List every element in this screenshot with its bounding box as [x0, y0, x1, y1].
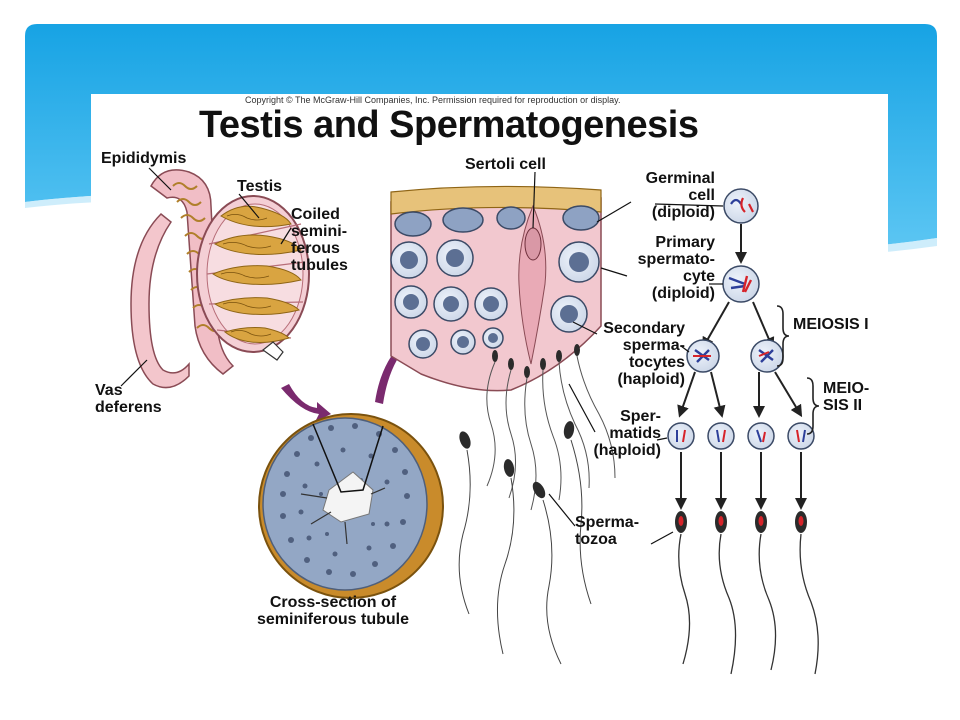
label-primary-line-2: spermato- [637, 251, 715, 268]
stem-cells-outer-row [394, 205, 600, 237]
label-germinal-line-3: (diploid) [651, 204, 715, 221]
free-spermatozoa [458, 421, 592, 665]
cutout-marker [262, 341, 284, 361]
label-sertoli-cell: Sertoli cell [465, 156, 546, 173]
label-primary-line-3: cyte [682, 268, 715, 285]
vas-deferens-tube [130, 212, 190, 389]
figure-title: Testis and Spermatogenesis [199, 104, 699, 146]
label-vas-deferens: Vas deferens [95, 382, 162, 416]
tubule-lumen [322, 471, 374, 523]
spermatogenesis-figure: Copyright © The McGraw-Hill Companies, I… [91, 94, 888, 696]
label-meiosis-2-line-2: SIS II [823, 397, 863, 414]
label-cross-line-1: Cross-section of [269, 594, 397, 611]
label-vas-line-1: Vas [95, 382, 123, 399]
label-coiled-line-4: tubules [291, 257, 348, 274]
label-primary-line-1: Primary [655, 234, 715, 251]
label-coiled-line-1: Coiled [291, 206, 340, 223]
label-spermatids-line-3: (haploid) [593, 442, 661, 459]
label-primary-spermatocyte: Primary spermato- cyte (diploid) [615, 234, 715, 302]
label-spermatids-line-1: Sper- [620, 408, 661, 425]
figure-artwork [120, 167, 820, 675]
label-spermatids-line-2: matids [609, 425, 661, 442]
label-leader-lines [120, 167, 724, 545]
label-germinal-line-2: cell [688, 187, 715, 204]
label-coiled-line-2: semini- [291, 223, 348, 240]
copyright-notice: Copyright © The McGraw-Hill Companies, I… [245, 95, 621, 105]
label-coiled-tubules: Coiled semini- ferous tubules [291, 206, 348, 274]
cross-section-cells [280, 423, 410, 577]
primary-spermatocyte-cell [722, 265, 760, 303]
epididymis-testis-illustration [130, 169, 310, 389]
lumen-sperm-tails [300, 487, 386, 545]
arrow-to-tubule-detail [375, 330, 421, 404]
label-spermatozoa: Sperma- tozoa [575, 514, 639, 548]
tubule-cross-section [258, 413, 444, 599]
label-secondary-line-2: sperma- [622, 337, 685, 354]
label-testis: Testis [237, 178, 283, 195]
label-secondary-spermatocytes: Secondary sperma- tocytes (haploid) [593, 320, 685, 388]
label-cross-section: Cross-section of seminiferous tubule [235, 594, 431, 628]
label-germinal-line-1: Germinal [645, 170, 715, 187]
label-spermatids: Sper- matids (haploid) [579, 408, 661, 459]
label-germinal-cell: Germinal cell (diploid) [625, 170, 715, 221]
label-epididymis: Epididymis [101, 150, 187, 167]
section-wedge-outline [312, 423, 384, 493]
basement-membrane [390, 185, 602, 215]
meiosis-lineage [667, 188, 820, 675]
label-spermatozoa-line-2: tozoa [575, 531, 617, 548]
label-meiosis-2-line-1: MEIO- [823, 380, 870, 397]
spermatozoa-tails [678, 533, 819, 675]
label-meiosis-2: MEIO- SIS II [823, 380, 869, 414]
spermatozoa-heads [675, 511, 807, 533]
label-secondary-line-1: Secondary [603, 320, 685, 337]
label-coiled-line-3: ferous [291, 240, 340, 257]
label-meiosis-1: MEIOSIS I [793, 316, 869, 333]
meiosis-1-bracket [776, 305, 790, 367]
spermatid-cells [667, 422, 815, 450]
cell-nuclei [400, 249, 589, 351]
label-secondary-line-3: tocytes [628, 354, 685, 371]
meiosis-2-bracket [806, 377, 820, 435]
label-primary-line-4: (diploid) [651, 285, 715, 302]
arrow-to-cross-section [281, 384, 331, 422]
label-secondary-line-4: (haploid) [617, 371, 685, 388]
label-cross-line-2: seminiferous tubule [256, 611, 410, 628]
label-spermatozoa-line-1: Sperma- [575, 514, 640, 531]
spermatid-chromosomes [676, 429, 806, 443]
tubule-wall-detail [390, 185, 616, 665]
tubule-coil-texture [220, 214, 272, 337]
label-vas-line-2: deferens [95, 399, 162, 416]
spermatid-heads-in-wall [492, 344, 580, 378]
sertoli-nucleus [524, 227, 542, 261]
